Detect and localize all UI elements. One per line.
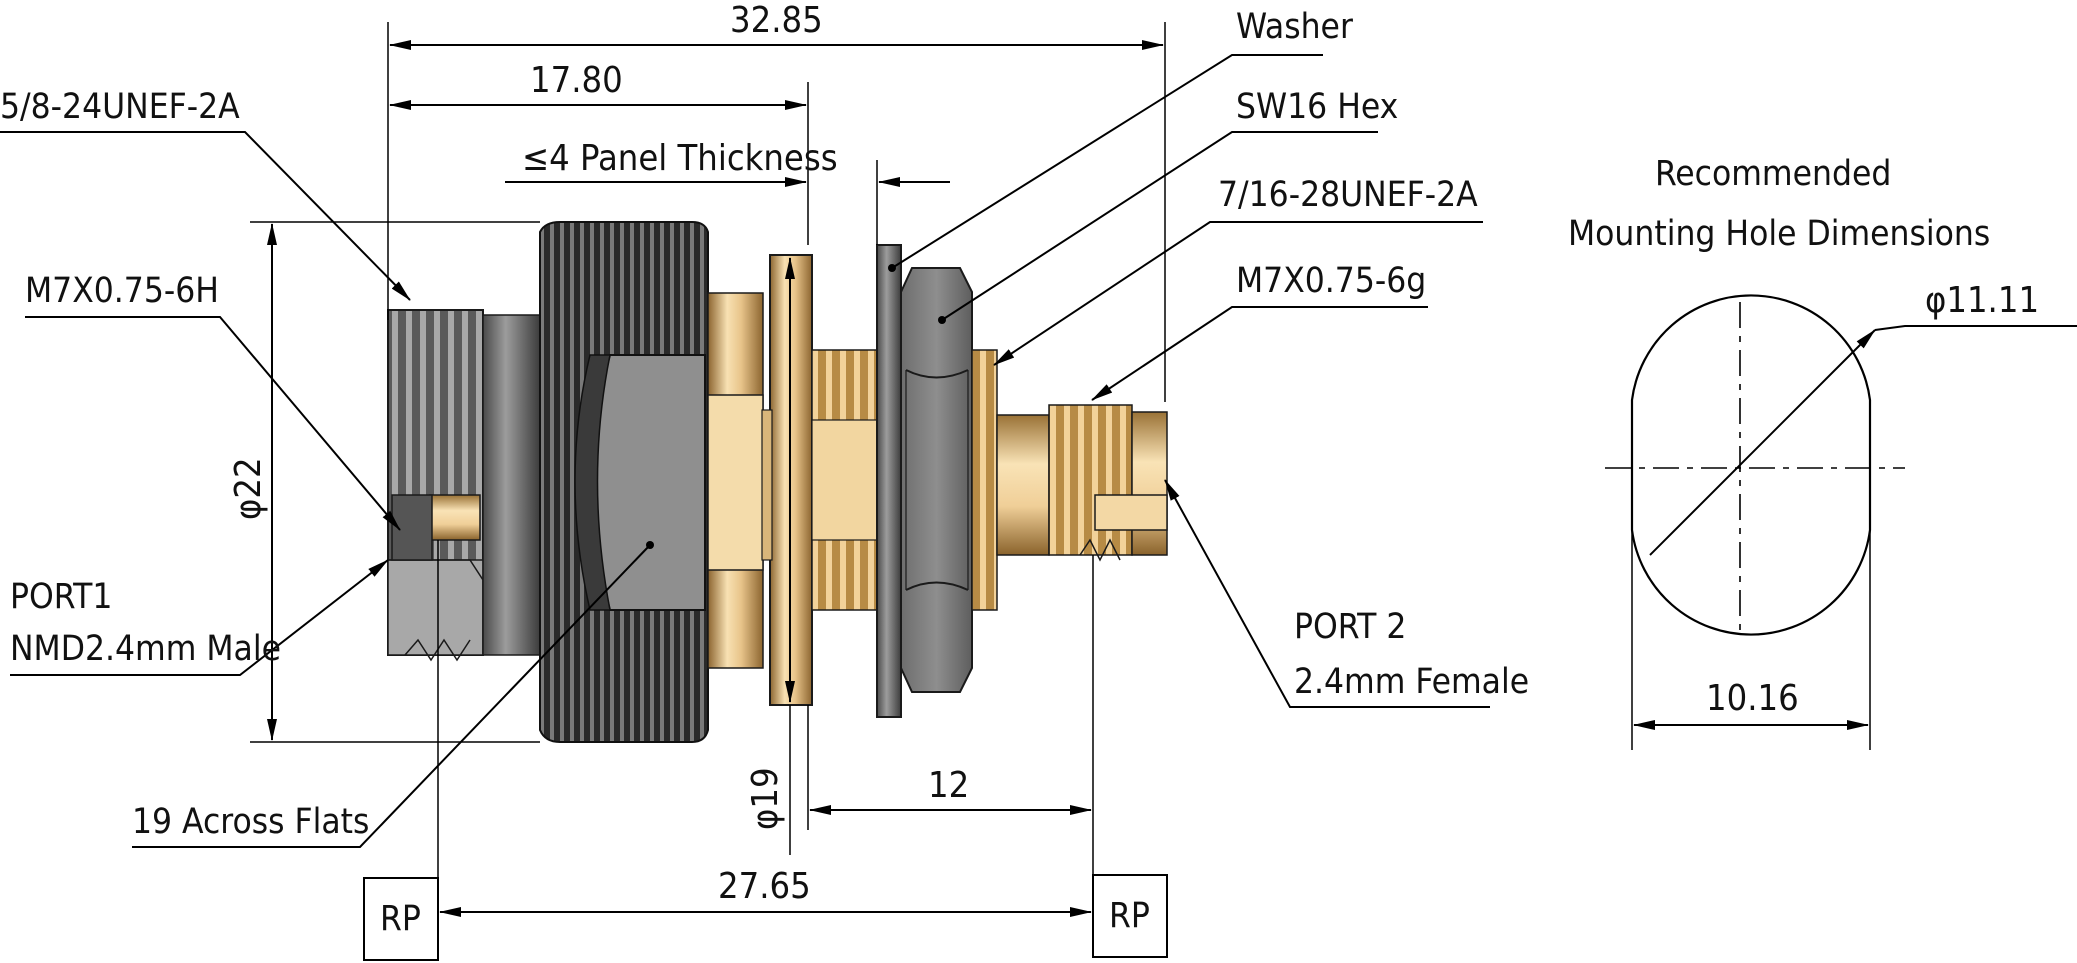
callout-thread-7-16-label: 7/16-28UNEF-2A xyxy=(1218,175,1478,215)
callout-across-flats: 19 Across Flats xyxy=(132,544,651,848)
callout-port2-line2: 2.4mm Female xyxy=(1294,662,1529,702)
dimension-hex-to-port: 12 xyxy=(809,765,1092,815)
callout-hex-label: SW16 Hex xyxy=(1236,87,1398,127)
reference-plane-left: RP xyxy=(363,877,439,961)
callout-thread-5-8: 5/8-24UNEF-2A xyxy=(0,87,411,301)
mounting-hole-outline xyxy=(1630,294,1872,636)
dim-hole-diameter-label: φ11.11 xyxy=(1925,280,2039,321)
dim-overall-length-label: 32.85 xyxy=(730,0,823,41)
mounting-hole-view: Recommended Mounting Hole Dimensions 10.… xyxy=(1568,154,2077,750)
reference-plane-right: RP xyxy=(1092,874,1168,958)
callout-hex: SW16 Hex xyxy=(941,87,1398,321)
callout-port1: PORT1 NMD2.4mm Male xyxy=(10,559,389,676)
callout-thread-m7-6h: M7X0.75-6H xyxy=(25,271,401,531)
port2-thread-body xyxy=(1048,404,1168,562)
callout-port2: PORT 2 2.4mm Female xyxy=(1164,479,1529,708)
callout-port1-line1: PORT1 xyxy=(10,577,112,617)
dimension-flange-diameter: φ19 xyxy=(745,257,795,830)
washer xyxy=(876,244,902,718)
dim-hole-flat-width-label: 10.16 xyxy=(1706,678,1799,719)
callout-thread-5-8-label: 5/8-24UNEF-2A xyxy=(0,87,240,127)
callout-thread-m7-6h-label: M7X0.75-6H xyxy=(25,271,219,311)
callout-port2-line1: PORT 2 xyxy=(1294,607,1406,647)
callout-thread-7-16: 7/16-28UNEF-2A xyxy=(993,175,1483,366)
dimension-overall-length: 32.85 xyxy=(389,0,1164,50)
port1-thread-body xyxy=(387,309,484,662)
callout-thread-m7-6g-label: M7X0.75-6g xyxy=(1236,261,1426,301)
hex-nut xyxy=(900,267,973,693)
rp-left-label: RP xyxy=(380,899,421,939)
dimension-rp-distance: 27.65 xyxy=(439,866,1092,917)
dimension-panel-thickness: ≤4 Panel Thickness xyxy=(505,138,950,187)
mounting-hole-title-line2: Mounting Hole Dimensions xyxy=(1568,214,1990,254)
port1-collar xyxy=(482,314,541,656)
dim-body-diameter-label: φ22 xyxy=(228,457,269,520)
dimension-thread-length: 17.80 xyxy=(389,60,807,110)
dim-hex-to-port-label: 12 xyxy=(928,765,969,806)
callout-port1-line2: NMD2.4mm Male xyxy=(10,629,281,669)
knurled-coupling-nut xyxy=(539,221,709,743)
callout-washer-label: Washer xyxy=(1236,7,1353,47)
callout-thread-m7-6g: M7X0.75-6g xyxy=(1091,261,1428,401)
connector-body xyxy=(387,221,1168,743)
dimension-body-diameter: φ22 xyxy=(228,223,277,741)
callout-across-flats-label: 19 Across Flats xyxy=(132,802,369,842)
mounting-hole-title-line1: Recommended xyxy=(1655,154,1891,194)
port2-shaft xyxy=(996,414,1050,556)
dim-panel-thickness-label: ≤4 Panel Thickness xyxy=(522,138,838,179)
dim-flange-diameter-label: φ19 xyxy=(745,767,786,830)
panel-thread xyxy=(811,349,878,611)
callout-washer: Washer xyxy=(888,7,1353,272)
rp-right-label: RP xyxy=(1109,896,1150,936)
dim-thread-length-label: 17.80 xyxy=(530,60,623,101)
dim-rp-distance-label: 27.65 xyxy=(718,866,811,907)
